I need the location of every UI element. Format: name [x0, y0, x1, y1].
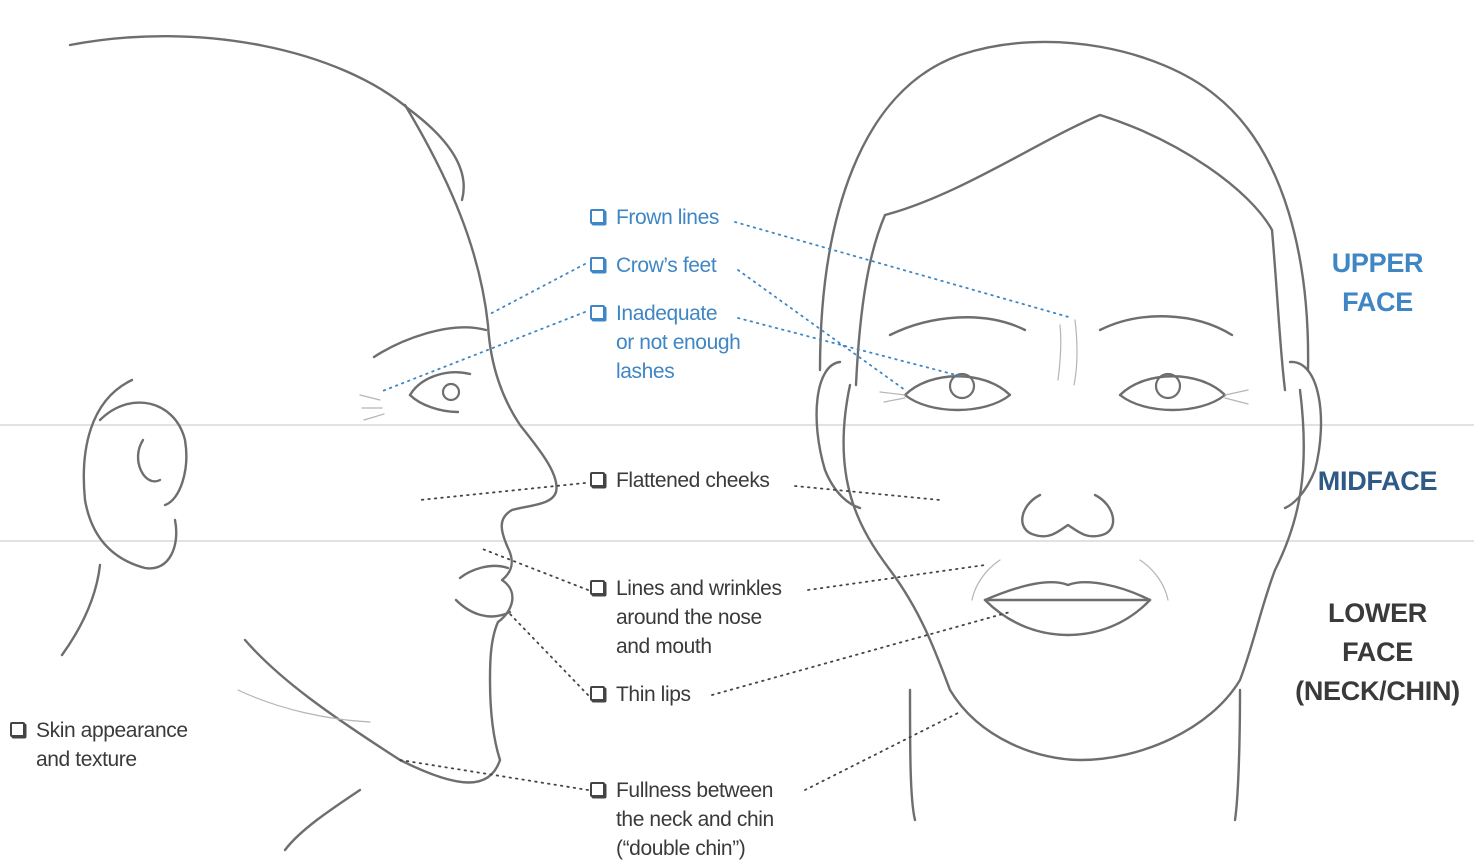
zone-label-midface: MIDFACE: [1300, 462, 1455, 501]
crows-feet-checkbox[interactable]: [590, 257, 605, 272]
front-face-drawing: [817, 42, 1321, 820]
flattened-cheeks-label: Flattened cheeks: [616, 466, 770, 495]
zone-label-upper-face: UPPER FACE: [1300, 244, 1455, 322]
concern-frown-lines[interactable]: Frown lines: [590, 203, 719, 232]
concern-crows-feet[interactable]: Crow’s feet: [590, 251, 716, 280]
thin-lips-checkbox[interactable]: [590, 686, 605, 701]
concern-skin-appearance[interactable]: Skin appearance and texture: [10, 716, 188, 774]
leader-nose-mouth-profile: [480, 548, 588, 590]
leader-cheeks-front: [795, 486, 940, 500]
flattened-cheeks-checkbox[interactable]: [590, 472, 605, 487]
crows-feet-label: Crow’s feet: [616, 251, 716, 280]
leader-lashes-profile: [380, 312, 585, 392]
double-chin-label: Fullness between the neck and chin (“dou…: [616, 776, 774, 863]
skin-appearance-checkbox[interactable]: [10, 722, 25, 737]
thin-lips-label: Thin lips: [616, 680, 691, 709]
concern-thin-lips[interactable]: Thin lips: [590, 680, 691, 709]
concern-lashes[interactable]: Inadequate or not enough lashes: [590, 299, 740, 386]
nose-mouth-lines-checkbox[interactable]: [590, 580, 605, 595]
frown-lines-checkbox[interactable]: [590, 209, 605, 224]
zone-label-lower-face: LOWER FACE (NECK/CHIN): [1285, 594, 1470, 711]
leader-cheeks-profile: [420, 483, 585, 500]
leader-crows-feet-profile: [488, 264, 585, 315]
concern-nose-mouth-lines[interactable]: Lines and wrinkles around the nose and m…: [590, 574, 782, 661]
concern-double-chin[interactable]: Fullness between the neck and chin (“dou…: [590, 776, 774, 863]
frown-lines-label: Frown lines: [616, 203, 719, 232]
double-chin-checkbox[interactable]: [590, 782, 605, 797]
leader-double-chin-front: [805, 712, 960, 790]
nose-mouth-lines-label: Lines and wrinkles around the nose and m…: [616, 574, 782, 661]
skin-appearance-label: Skin appearance and texture: [36, 716, 188, 774]
concern-flattened-cheeks[interactable]: Flattened cheeks: [590, 466, 770, 495]
lashes-checkbox[interactable]: [590, 305, 605, 320]
leader-lashes-front: [738, 318, 960, 376]
leader-double-chin-profile: [400, 760, 588, 790]
leader-thin-lips-profile: [510, 614, 588, 695]
lashes-label: Inadequate or not enough lashes: [616, 299, 740, 386]
